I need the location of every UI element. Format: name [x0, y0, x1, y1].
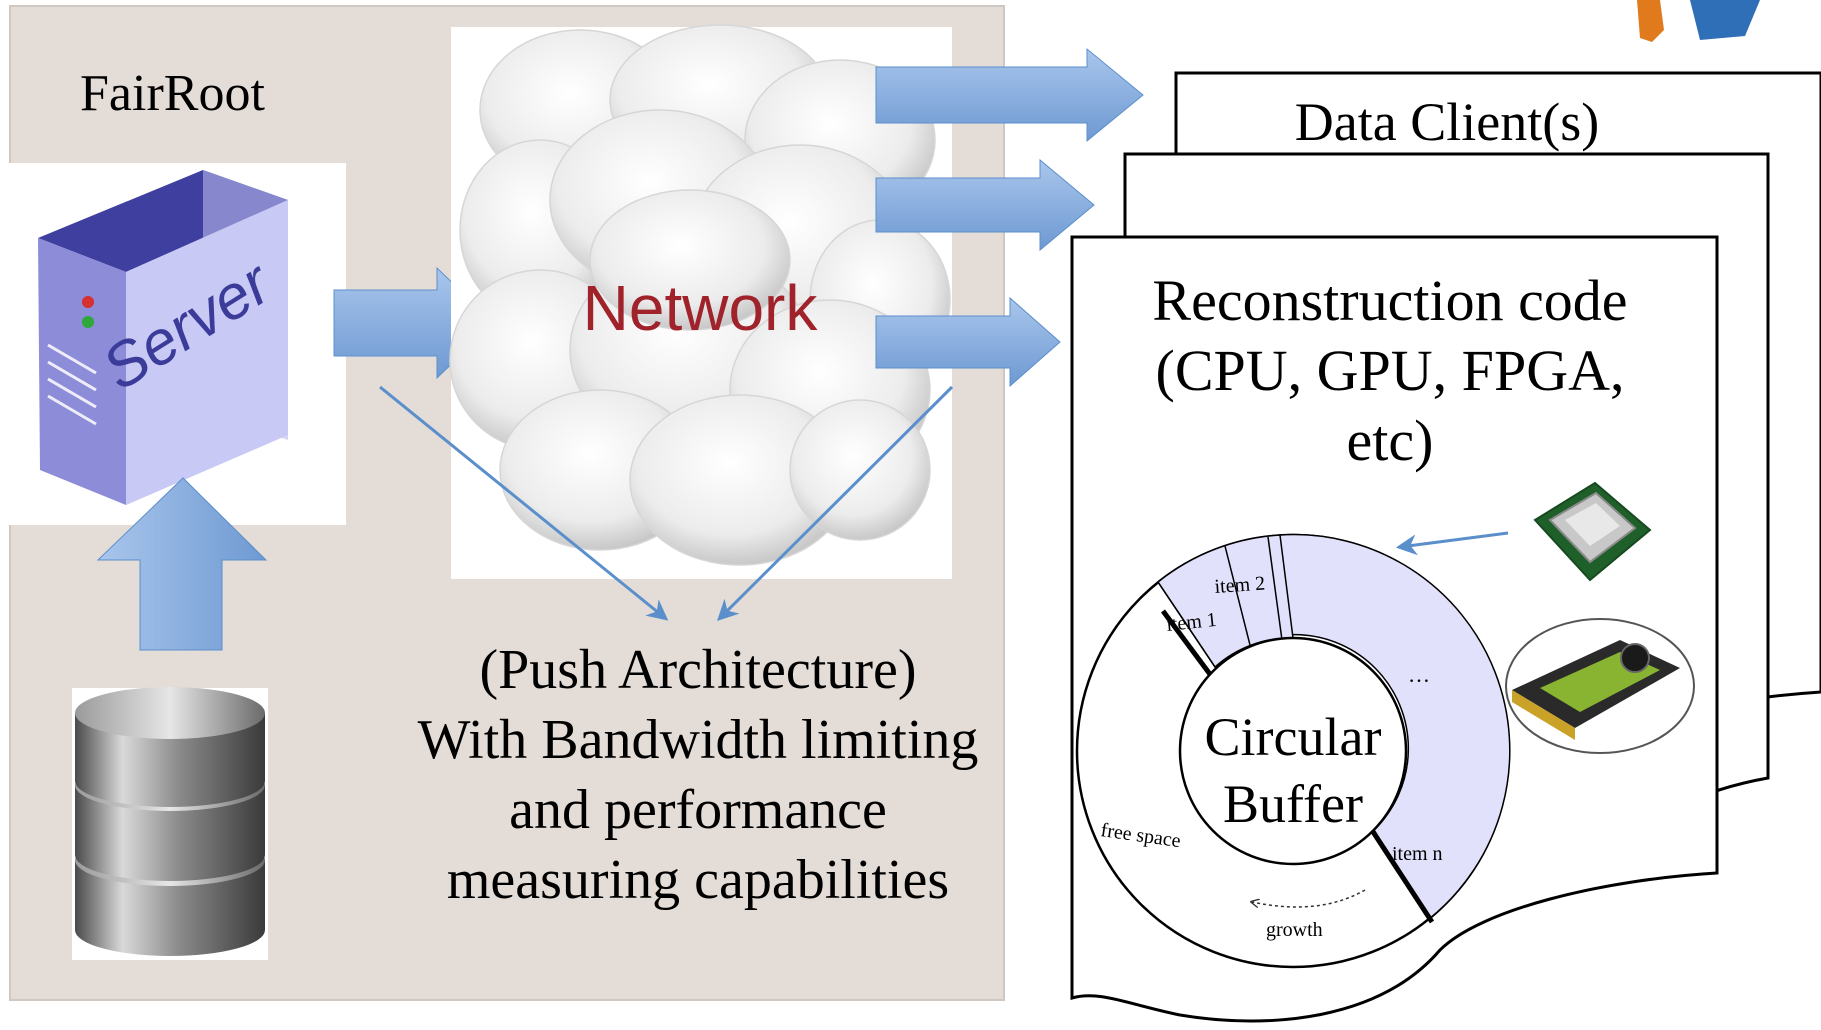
push-architecture-text: (Push Architecture) With Bandwidth limit… — [418, 639, 979, 911]
buffer-center-line-1: Circular — [1205, 707, 1382, 767]
database-icon — [72, 687, 268, 960]
buffer-growth: growth — [1266, 919, 1323, 941]
push-line-3: and performance — [509, 779, 887, 841]
push-arrow-left — [379, 385, 669, 621]
network-label: Network — [583, 272, 819, 344]
buffer-divider-3 — [1267, 536, 1283, 641]
cpu-to-buffer-arrow — [1395, 531, 1509, 556]
reco-line-1: Reconstruction code — [1152, 268, 1627, 333]
buffer-tail-pointer — [1361, 816, 1435, 924]
reco-line-2: (CPU, GPU, FPGA, — [1156, 338, 1625, 403]
buffer-dots: … — [1408, 662, 1430, 687]
status-led-green — [82, 316, 94, 328]
buffer-divider-1 — [1157, 581, 1216, 668]
push-line-4: measuring capabilities — [447, 849, 949, 911]
buffer-item-1: item 1 — [1165, 609, 1218, 636]
buffer-growth-arrow — [1252, 889, 1366, 907]
status-led-red — [82, 296, 94, 308]
server-icon: Server — [0, 163, 346, 525]
cpu-chip-icon — [1533, 481, 1652, 582]
circular-buffer: Circular Buffer item 1 item 2 … item n f… — [1075, 533, 1511, 969]
buffer-item-2: item 2 — [1214, 573, 1266, 598]
clipart-figure-icon — [1637, 0, 1760, 42]
push-line-2: With Bandwidth limiting — [418, 709, 979, 771]
push-arrow-right — [717, 385, 954, 621]
reco-line-3: etc) — [1347, 408, 1434, 473]
arrow-db-to-server — [96, 477, 268, 651]
buffer-head-pointer — [1160, 609, 1218, 683]
arrow-network-to-client-2 — [875, 158, 1095, 252]
arrow-network-to-client-1 — [875, 47, 1144, 143]
buffer-inner-ring — [1178, 636, 1408, 866]
arrow-network-to-client-3 — [875, 296, 1061, 388]
buffer-center-line-2: Buffer — [1223, 774, 1363, 834]
buffer-divider-2 — [1224, 545, 1251, 646]
gpu-card-icon — [1505, 618, 1695, 754]
buffer-item-n: item n — [1392, 843, 1443, 865]
client-title: Data Client(s) — [1295, 92, 1599, 152]
panel-title: FairRoot — [80, 65, 265, 122]
push-line-1: (Push Architecture) — [480, 639, 917, 701]
